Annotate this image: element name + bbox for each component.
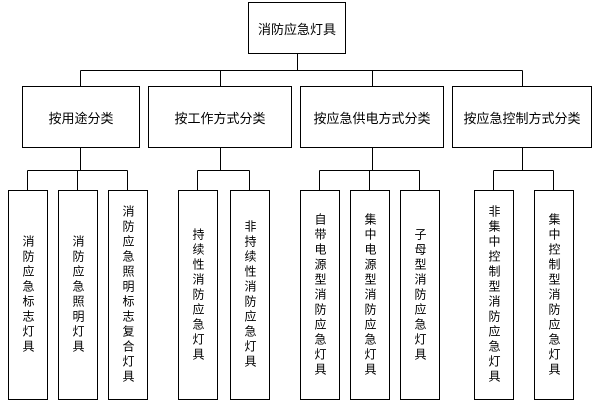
leaf-node-sign-lamp: 消防应急标志灯具 [8, 190, 48, 400]
leaf-label-central-power-lamp: 集中电源型消防应急灯具 [363, 212, 377, 378]
leaf-node-combined-lamp: 消防应急照明标志复合灯具 [108, 190, 148, 400]
leaf-node-maintained-lamp: 持续性消防应急灯具 [178, 190, 218, 400]
leaf-label-combined-lamp: 消防应急照明标志复合灯具 [121, 205, 135, 385]
leaf-label-sign-lamp: 消防应急标志灯具 [21, 235, 35, 355]
leaf-label-non-central-control-lamp: 非集中控制型消防应急灯具 [487, 205, 501, 385]
leaf-label-lighting-lamp: 消防应急照明灯具 [71, 235, 85, 355]
leaf-label-maintained-lamp: 持续性消防应急灯具 [191, 227, 205, 363]
leaf-node-self-contained-lamp: 自带电源型消防应急灯具 [300, 190, 340, 400]
category-label-control-mode: 按应急控制方式分类 [463, 111, 581, 127]
leaf-label-non-maintained-lamp: 非持续性消防应急灯具 [243, 220, 257, 370]
category-node-usage: 按用途分类 [22, 86, 140, 148]
leaf-label-sub-master-lamp: 子母型消防应急灯具 [413, 227, 427, 363]
root-label: 消防应急灯具 [257, 22, 336, 38]
category-node-work-mode: 按工作方式分类 [148, 86, 292, 148]
category-label-work-mode: 按工作方式分类 [174, 111, 266, 127]
category-node-power-supply: 按应急供电方式分类 [300, 86, 444, 148]
leaf-node-non-maintained-lamp: 非持续性消防应急灯具 [230, 190, 270, 400]
leaf-label-central-control-lamp: 集中控制型消防应急灯具 [547, 212, 561, 378]
category-node-control-mode: 按应急控制方式分类 [452, 86, 592, 148]
category-label-power-supply: 按应急供电方式分类 [313, 111, 431, 127]
category-label-usage: 按用途分类 [48, 111, 114, 127]
leaf-label-self-contained-lamp: 自带电源型消防应急灯具 [313, 212, 327, 378]
leaf-node-sub-master-lamp: 子母型消防应急灯具 [400, 190, 440, 400]
leaf-node-central-power-lamp: 集中电源型消防应急灯具 [350, 190, 390, 400]
leaf-node-lighting-lamp: 消防应急照明灯具 [58, 190, 98, 400]
leaf-node-central-control-lamp: 集中控制型消防应急灯具 [534, 190, 574, 400]
leaf-node-non-central-control-lamp: 非集中控制型消防应急灯具 [474, 190, 514, 400]
root-node: 消防应急灯具 [248, 2, 346, 54]
